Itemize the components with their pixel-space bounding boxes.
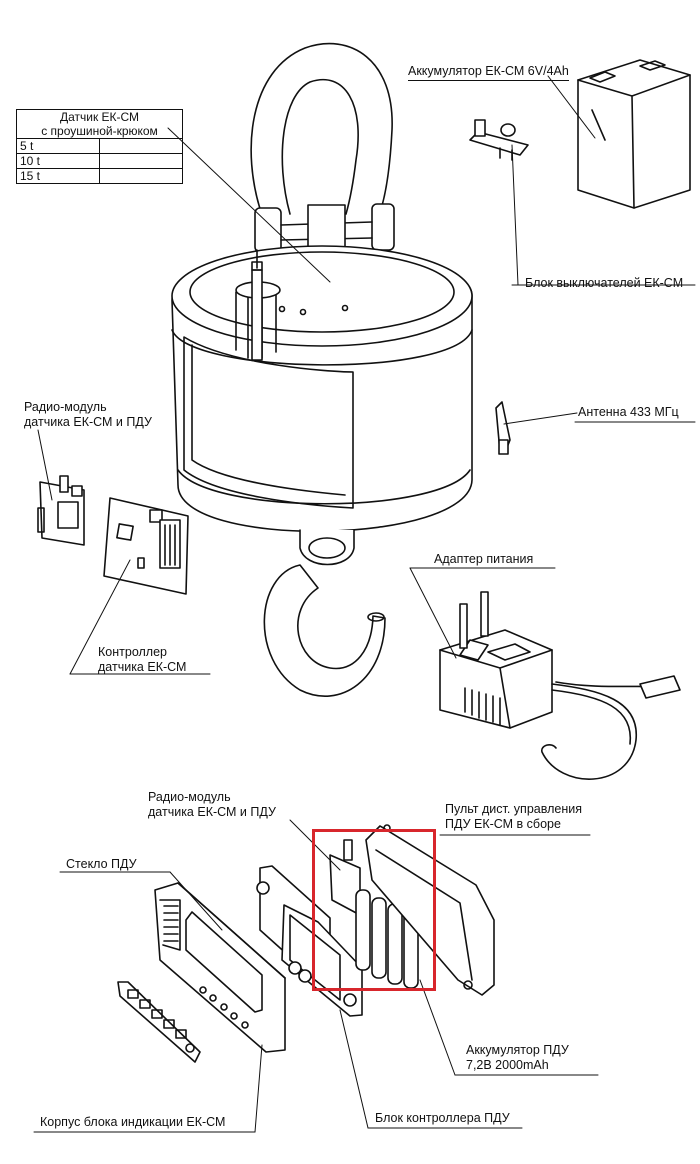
radio-module-top-label-line1: Радио-модуль — [24, 400, 107, 414]
switch-block-label: Блок выключателей ЕК-СМ — [525, 276, 684, 290]
radio-module-bottom-label-line2: датчика ЕК-СМ и ПДУ — [148, 805, 276, 819]
controller-label: Контроллер датчика ЕК-СМ — [98, 645, 186, 675]
table-cell-capacity: 10 t — [16, 153, 100, 169]
radio-module-bottom-label: Радио-модуль датчика ЕК-СМ и ПДУ — [148, 790, 276, 820]
hook — [263, 564, 386, 697]
power-adapter-drawing — [439, 591, 681, 780]
highlight-box — [312, 829, 436, 991]
controller-board-drawing — [103, 497, 189, 595]
remote-assembly-label-line2: ПДУ ЕК-СМ в сборе — [445, 817, 561, 831]
radio-module-top-label: Радио-модуль датчика ЕК-СМ и ПДУ — [24, 400, 152, 430]
scale-window — [183, 336, 354, 509]
table-cell-capacity: 5 t — [16, 138, 100, 154]
leader-lines — [33, 75, 696, 1133]
antenna-drawing — [495, 401, 511, 455]
table-row: 10 t — [16, 153, 183, 169]
remote-assembly-label-line1: Пульт дист. управления — [445, 802, 582, 816]
remote-battery-label-line2: 7,2В 2000mAh — [466, 1058, 549, 1072]
table-cell-value — [99, 138, 183, 154]
top-post — [235, 249, 281, 361]
radio-module-bottom-label-line1: Радио-модуль — [148, 790, 231, 804]
sensor-table-title-line1: Датчик ЕК-СМ — [59, 110, 140, 124]
crane-scale-drawing — [171, 42, 473, 697]
shackle-nut-right — [371, 203, 395, 251]
table-row: 5 t — [16, 138, 183, 154]
switch-block-drawing — [469, 119, 529, 161]
sensor-capacity-table: Датчик ЕК-СМ с проушиной-крюком 5 t 10 t… — [16, 109, 183, 184]
controller-label-line2: датчика ЕК-СМ — [98, 660, 187, 674]
remote-battery-label: Аккумулятор ПДУ 7,2В 2000mAh — [466, 1043, 569, 1073]
table-row: 15 t — [16, 168, 183, 184]
radio-module-top-label-line2: датчика ЕК-СМ и ПДУ — [24, 415, 152, 429]
radio-module-top-drawing — [37, 475, 85, 546]
table-cell-value — [99, 168, 183, 184]
sensor-table-title: Датчик ЕК-СМ с проушиной-крюком — [16, 109, 183, 139]
shackle — [250, 42, 393, 219]
adapter-label: Адаптер питания — [434, 552, 534, 566]
antenna-label: Антенна 433 МГц — [578, 405, 679, 419]
glass-label: Стекло ПДУ — [66, 857, 137, 871]
battery-drawing — [577, 59, 691, 209]
battery-label: Аккумулятор ЕК-СМ 6V/4Ah — [408, 64, 569, 81]
controller-pdu-label: Блок контроллера ПДУ — [375, 1111, 510, 1125]
controller-label-line1: Контроллер — [98, 645, 167, 659]
sensor-table-title-line2: с проушиной-крюком — [41, 124, 158, 138]
housing-label: Корпус блока индикации ЕК-СМ — [40, 1115, 226, 1129]
table-cell-value — [99, 153, 183, 169]
table-cell-capacity: 15 t — [16, 168, 100, 184]
remote-assembly-label: Пульт дист. управления ПДУ ЕК-СМ в сборе — [445, 802, 582, 832]
remote-battery-label-line1: Аккумулятор ПДУ — [466, 1043, 569, 1057]
